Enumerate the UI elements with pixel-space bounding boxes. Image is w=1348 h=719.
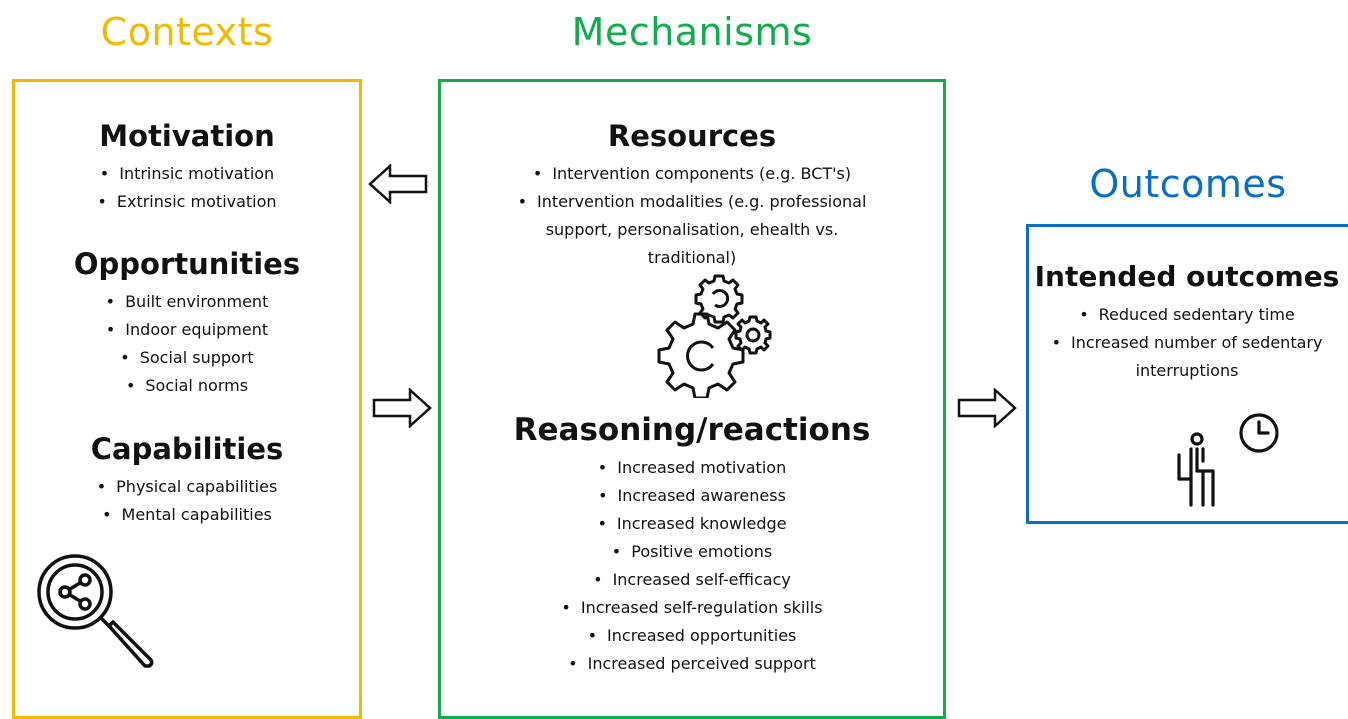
list-item: Increased self-efficacy (441, 566, 943, 594)
list-item: Intervention components (e.g. BCT's) (511, 160, 873, 188)
list-item: Increased motivation (441, 454, 943, 482)
resources-heading: Resources (607, 119, 777, 153)
motivation-heading: Motivation (99, 119, 275, 153)
capabilities-list: Physical capabilities Mental capabilitie… (15, 473, 359, 529)
reasoning-heading: Reasoning/reactions (513, 412, 871, 448)
mechanisms-title: Mechanisms (571, 10, 813, 54)
list-item: Physical capabilities (15, 473, 359, 501)
capabilities-heading: Capabilities (90, 432, 284, 466)
mechanisms-box: Resources Intervention components (e.g. … (438, 79, 946, 719)
outcomes-box: Intended outcomes Reduced sedentary time… (1026, 224, 1348, 524)
list-item: Increased number of sedentary interrupti… (1037, 329, 1337, 385)
list-item: Increased knowledge (441, 510, 943, 538)
opportunities-list: Built environment Indoor equipment Socia… (15, 288, 359, 400)
list-item: Reduced sedentary time (1037, 301, 1337, 329)
reasoning-list: Increased motivation Increased awareness… (441, 454, 943, 678)
opportunities-heading: Opportunities (73, 247, 301, 281)
list-item: Increased self-regulation skills (441, 594, 943, 622)
opportunities-section: Opportunities Built environment Indoor e… (15, 246, 359, 400)
intended-outcomes-section: Intended outcomes Reduced sedentary time… (1029, 259, 1345, 385)
list-item: Mental capabilities (15, 501, 359, 529)
list-item: Indoor equipment (15, 316, 359, 344)
list-item: Intervention modalities (e.g. profession… (511, 188, 873, 272)
gears-icon (657, 274, 772, 398)
resources-section: Resources Intervention components (e.g. … (441, 118, 943, 272)
list-item: Built environment (15, 288, 359, 316)
motivation-section: Motivation Intrinsic motivation Extrinsi… (15, 118, 359, 216)
list-item: Social support (15, 344, 359, 372)
list-item: Social norms (15, 372, 359, 400)
outcomes-title: Outcomes (1089, 162, 1287, 206)
resources-list: Intervention components (e.g. BCT's) Int… (441, 160, 943, 272)
mechanisms-to-outcomes-arrow (957, 388, 1017, 428)
contexts-title: Contexts (100, 10, 274, 54)
list-item: Increased opportunities (441, 622, 943, 650)
list-item: Positive emotions (441, 538, 943, 566)
list-item: Increased awareness (441, 482, 943, 510)
contexts-to-mechanisms-arrow (372, 388, 432, 428)
reasoning-section: Reasoning/reactions Increased motivation… (441, 412, 943, 678)
intended-outcomes-list: Reduced sedentary time Increased number … (1029, 301, 1345, 385)
motivation-list: Intrinsic motivation Extrinsic motivatio… (15, 160, 359, 216)
list-item: Extrinsic motivation (15, 188, 359, 216)
mechanisms-to-contexts-arrow (368, 164, 428, 204)
contexts-box: Motivation Intrinsic motivation Extrinsi… (12, 79, 362, 719)
capabilities-section: Capabilities Physical capabilities Menta… (15, 431, 359, 529)
list-item: Increased perceived support (441, 650, 943, 678)
magnifier-network-icon (37, 554, 154, 668)
sitting-person-clock-icon (1177, 413, 1279, 507)
list-item: Intrinsic motivation (15, 160, 359, 188)
intended-outcomes-heading: Intended outcomes (1034, 260, 1340, 293)
